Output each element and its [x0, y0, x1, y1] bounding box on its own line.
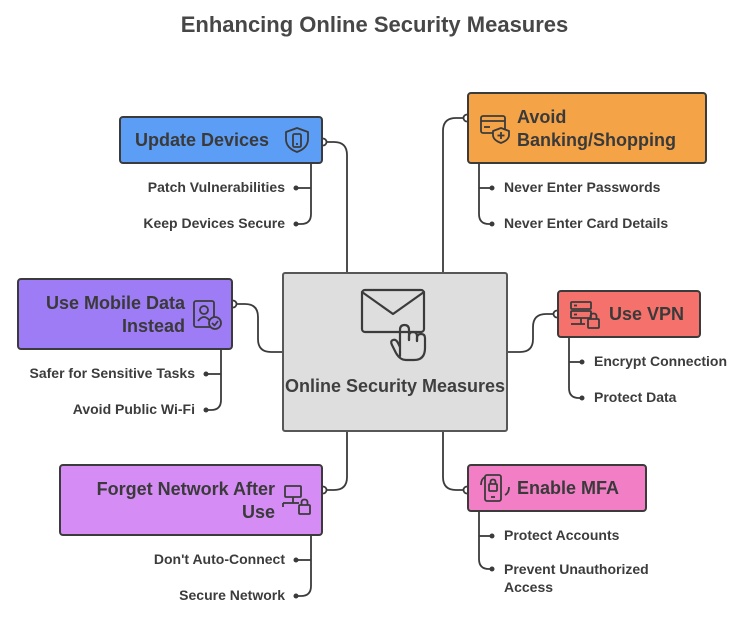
link-mobile-data — [233, 303, 282, 353]
item-never-enter-card-details: Never Enter Card Details — [504, 215, 669, 231]
item-keep-devices-secure: Keep Devices Secure — [143, 215, 285, 231]
node-forget-network: Forget Network After Use — [59, 464, 323, 536]
item-avoid-public-wifi: Avoid Public Wi-Fi — [72, 401, 195, 417]
item-safer-sensitive-tasks: Safer for Sensitive Tasks — [29, 365, 195, 381]
center-node: Online Security Measures — [282, 272, 508, 432]
center-label: Online Security Measures — [284, 376, 506, 396]
phone-lock-icon — [480, 474, 510, 502]
node-avoid-banking: Avoid Banking/Shopping — [467, 92, 707, 164]
link-mfa — [442, 432, 467, 491]
item-dont-auto-connect: Don't Auto-Connect — [153, 551, 285, 567]
server-lock-icon — [570, 301, 600, 329]
link-avoid-banking — [442, 117, 467, 272]
diagram-title: Enhancing Online Security Measures — [180, 12, 569, 37]
envelope-hand-icon — [360, 288, 427, 362]
item-patch-vulnerabilities: Patch Vulnerabilities — [147, 179, 285, 195]
node-label: Use VPN — [609, 304, 685, 324]
shield-phone-icon — [285, 127, 309, 153]
node-label: Update Devices — [135, 130, 270, 150]
node-label: Enable MFA — [517, 478, 620, 498]
node-mobile-data: Use Mobile Data Instead — [17, 278, 233, 350]
node-label: Use Mobile Data Instead — [45, 293, 185, 336]
link-update-devices — [323, 141, 348, 272]
node-update-devices: Update Devices — [119, 116, 323, 164]
item-secure-network: Secure Network — [179, 587, 285, 603]
link-forget-network — [323, 432, 348, 491]
item-encrypt-connection: Encrypt Connection — [594, 353, 728, 369]
item-prevent-unauthorized-access: Prevent Unauthorized Access — [504, 561, 649, 595]
network-lock-icon — [282, 485, 311, 515]
link-vpn — [508, 313, 557, 353]
node-label: Forget Network After Use — [96, 479, 275, 522]
node-label: Avoid Banking/Shopping — [517, 107, 676, 150]
node-vpn: Use VPN — [557, 290, 701, 338]
card-shield-icon — [480, 115, 510, 144]
item-protect-accounts: Protect Accounts — [504, 527, 620, 543]
node-enable-mfa: Enable MFA — [467, 464, 647, 512]
id-badge-check-icon — [193, 300, 222, 330]
item-protect-data: Protect Data — [594, 389, 677, 405]
item-never-enter-passwords: Never Enter Passwords — [504, 179, 661, 195]
